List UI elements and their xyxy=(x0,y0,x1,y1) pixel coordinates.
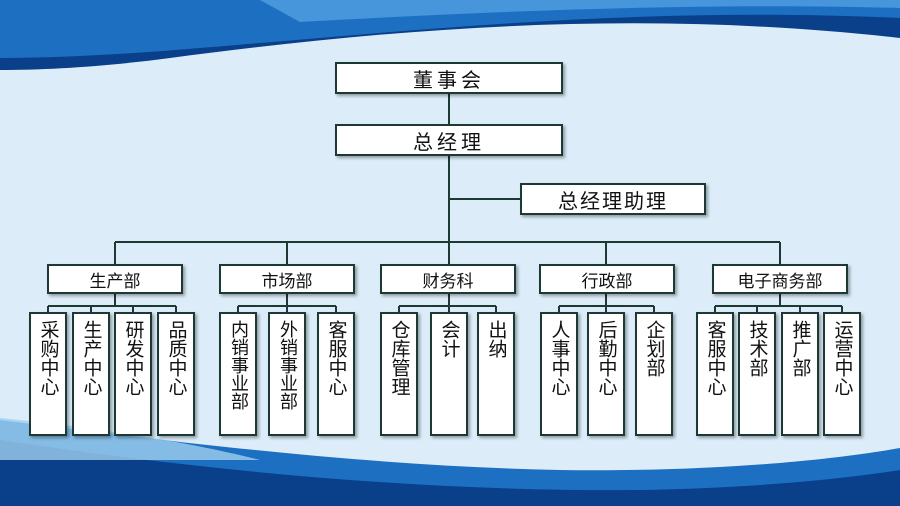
unit-box: 技术部 xyxy=(738,312,776,436)
dept-label: 电子商务部 xyxy=(737,271,823,292)
unit-label: 推广部 xyxy=(789,320,812,377)
unit-label: 会计 xyxy=(438,320,461,358)
unit-box: 外销事业部 xyxy=(268,312,306,436)
unit-label: 企划部 xyxy=(643,320,666,377)
unit-box: 生产中心 xyxy=(72,312,110,436)
assistant-label: 总经理助理 xyxy=(558,188,668,213)
unit-label: 采购中心 xyxy=(37,320,60,396)
unit-label: 客服中心 xyxy=(704,320,727,396)
unit-box: 内销事业部 xyxy=(219,312,257,436)
unit-label: 出纳 xyxy=(485,320,508,358)
unit-label: 客服中心 xyxy=(325,320,348,396)
unit-label: 运营中心 xyxy=(831,320,854,396)
bottom-wave-dark xyxy=(0,440,900,506)
dept-box-finance: 财务科 xyxy=(380,264,516,294)
unit-label: 研发中心 xyxy=(122,320,145,396)
dept-box-marketing: 市场部 xyxy=(219,264,355,294)
unit-box: 客服中心 xyxy=(696,312,734,436)
unit-box: 推广部 xyxy=(781,312,819,436)
unit-box: 后勤中心 xyxy=(587,312,625,436)
ceo-label: 总经理 xyxy=(413,129,485,154)
assistant-box: 总经理助理 xyxy=(520,183,706,215)
dept-label: 生产部 xyxy=(89,271,141,292)
unit-label: 人事中心 xyxy=(548,320,571,396)
unit-label: 后勤中心 xyxy=(595,320,618,396)
board-box: 董事会 xyxy=(335,62,563,94)
dept-box-ecommerce: 电子商务部 xyxy=(712,264,848,294)
unit-box: 出纳 xyxy=(477,312,515,436)
dept-box-production: 生产部 xyxy=(47,264,183,294)
dept-label: 市场部 xyxy=(261,271,313,292)
unit-label: 生产中心 xyxy=(80,320,103,396)
unit-box: 运营中心 xyxy=(823,312,861,436)
unit-label: 品质中心 xyxy=(165,320,188,396)
unit-box: 会计 xyxy=(430,312,468,436)
ceo-box: 总经理 xyxy=(335,124,563,156)
unit-box: 研发中心 xyxy=(114,312,152,436)
top-wave-light xyxy=(260,0,900,22)
unit-label: 外销事业部 xyxy=(277,320,298,410)
unit-box: 客服中心 xyxy=(317,312,355,436)
unit-box: 品质中心 xyxy=(157,312,195,436)
unit-box: 企划部 xyxy=(635,312,673,436)
unit-box: 人事中心 xyxy=(540,312,578,436)
unit-label: 技术部 xyxy=(746,320,769,377)
unit-label: 仓库管理 xyxy=(388,320,411,396)
board-label: 董事会 xyxy=(413,67,485,92)
unit-box: 仓库管理 xyxy=(380,312,418,436)
top-wave-mid xyxy=(0,0,900,58)
unit-label: 内销事业部 xyxy=(228,320,249,410)
dept-box-admin: 行政部 xyxy=(539,264,675,294)
dept-label: 行政部 xyxy=(581,271,633,292)
dept-label: 财务科 xyxy=(422,271,474,292)
unit-box: 采购中心 xyxy=(29,312,67,436)
